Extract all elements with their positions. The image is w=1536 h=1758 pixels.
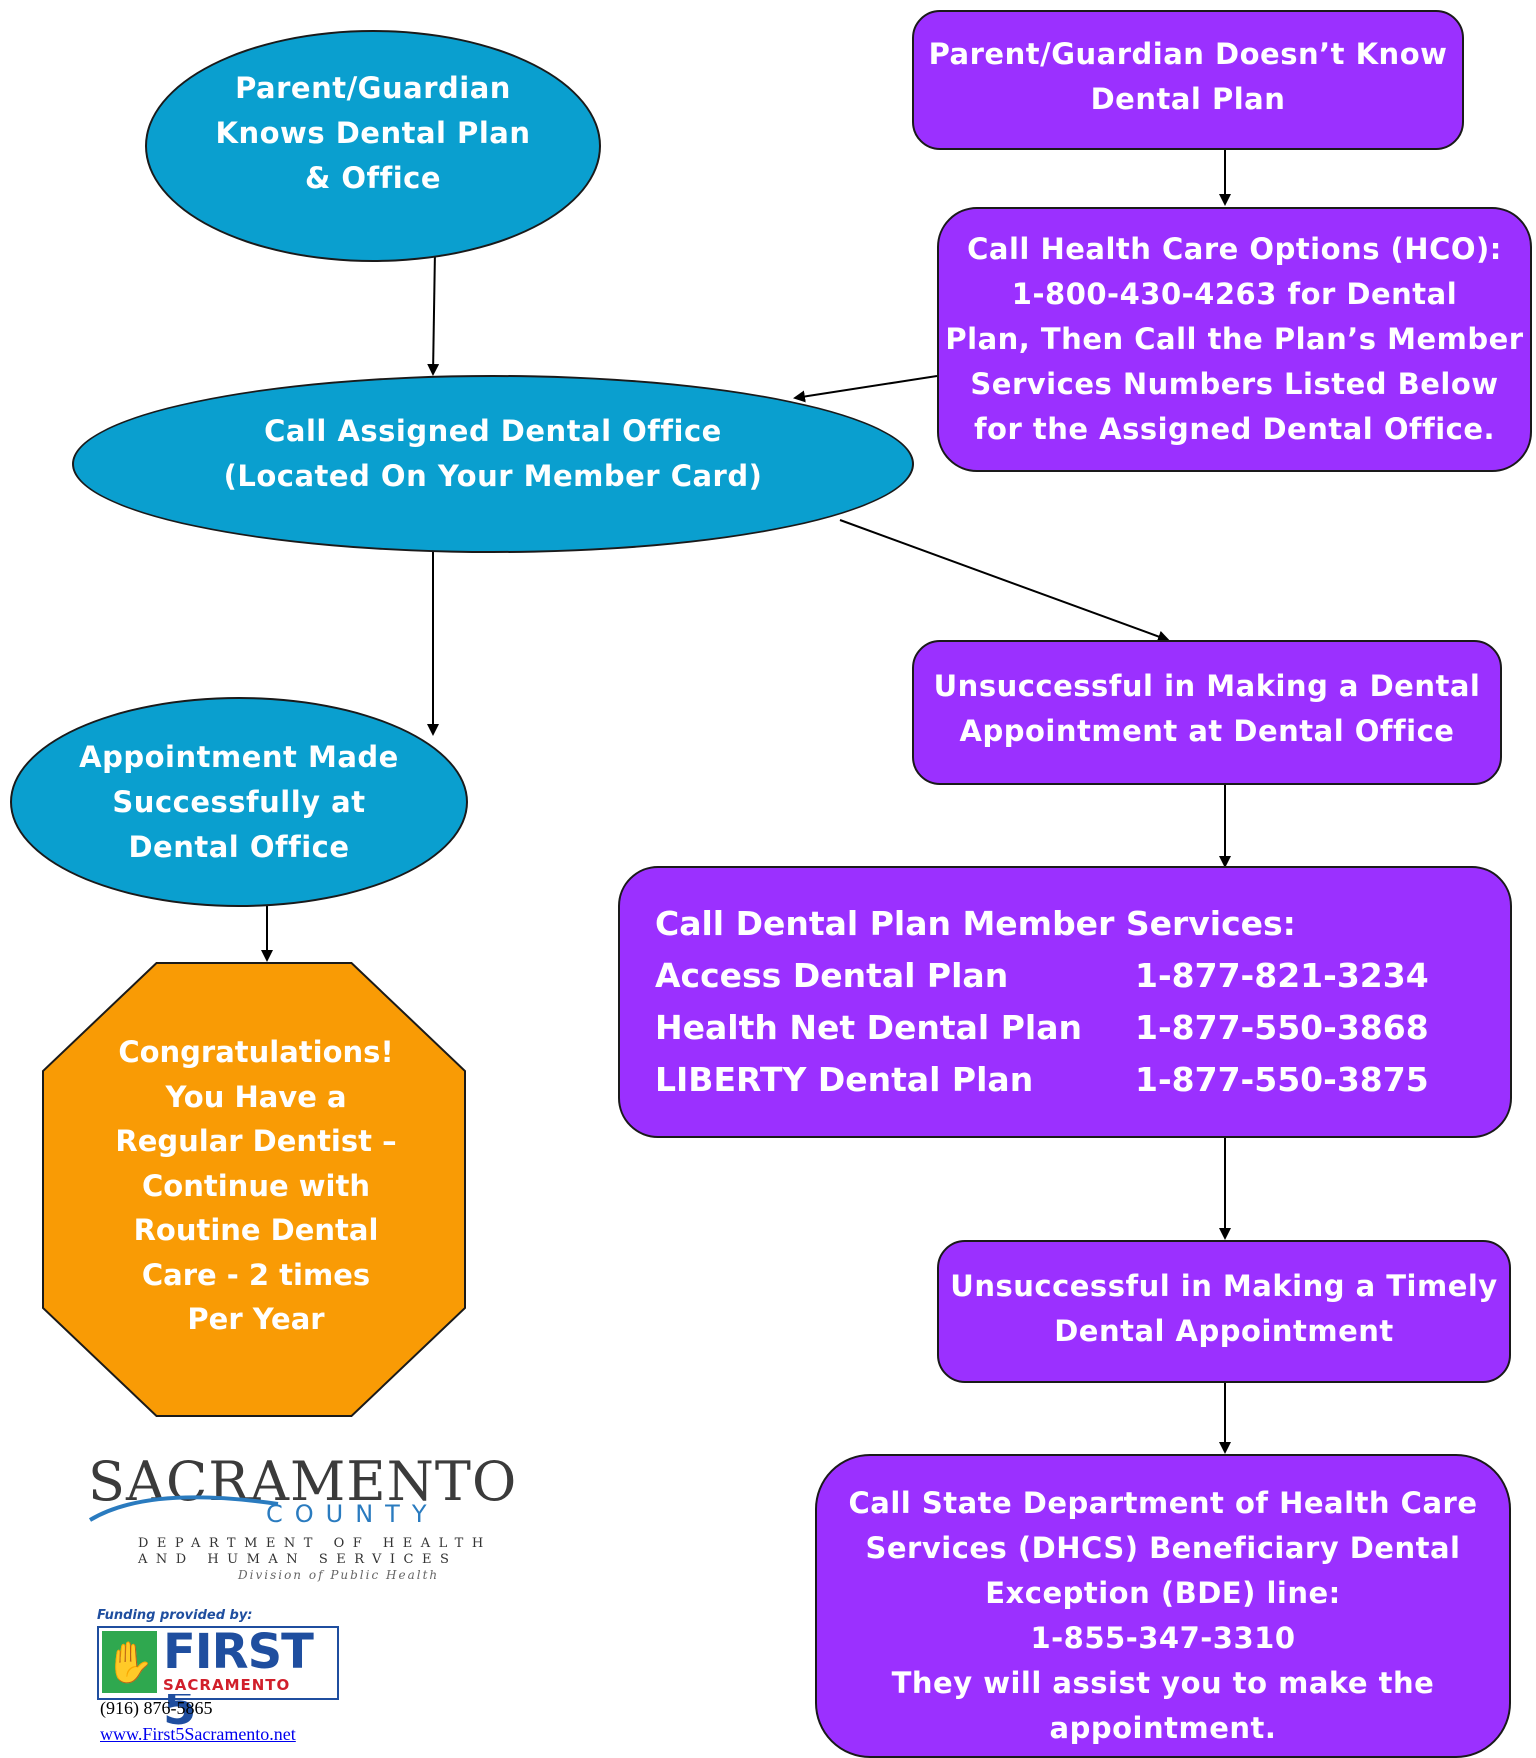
arrow-knows-to-office: [427, 249, 440, 376]
node-congratulations: [42, 962, 466, 1417]
arrow-hco-to-office: [793, 375, 938, 403]
node-call-office-text: Call Assigned Dental Office (Located On …: [223, 414, 763, 493]
funding-label: Funding provided by:: [97, 1608, 253, 1623]
node-appointment-made-text: Appointment Made Successfully at Dental …: [79, 739, 399, 864]
node-member-services: Call Dental Plan Member Services: Access…: [618, 866, 1512, 1138]
dept-line-2: AND HUMAN SERVICES: [138, 1552, 458, 1567]
footer-phone: (916) 876-5865: [100, 1698, 213, 1718]
node-call-hco: Call Health Care Options (HCO): 1-800-43…: [937, 207, 1532, 472]
footer-url-link[interactable]: www.First5Sacramento.net: [100, 1724, 296, 1744]
node-call-dhcs-text: Call State Department of Health Care Ser…: [848, 1486, 1478, 1745]
node-congratulations-text: Congratulations! You Have a Regular Dent…: [115, 1035, 397, 1336]
octagon-border: [42, 962, 466, 1417]
plan-phone: 1-877-550-3868: [1135, 1008, 1429, 1047]
sacramento-county-logo: SACRAMENTO COUNTY DEPARTMENT OF HEALTH A…: [88, 1450, 516, 1585]
arrow-office-to-unsuccessful: [839, 519, 1170, 643]
plan-row: LIBERTY Dental Plan 1-877-550-3875: [655, 1054, 1470, 1106]
plan-name: Access Dental Plan: [655, 956, 1009, 995]
node-appointment-made: Appointment Made Successfully at Dental …: [10, 697, 468, 907]
node-unsuccessful-office: Unsuccessful in Making a Dental Appointm…: [912, 640, 1502, 785]
node-doesnt-know: Parent/Guardian Doesn’t Know Dental Plan: [912, 10, 1464, 150]
node-call-hco-text: Call Health Care Options (HCO): 1-800-43…: [945, 232, 1524, 446]
member-services-title: Call Dental Plan Member Services:: [655, 904, 1296, 943]
plan-row: Health Net Dental Plan 1-877-550-3868: [655, 1002, 1470, 1054]
sacramento-word: SACRAMENTO: [88, 1450, 518, 1513]
node-knows-plan: Parent/Guardian Knows Dental Plan & Offi…: [145, 30, 601, 262]
plan-row: Access Dental Plan 1-877-821-3234: [655, 950, 1470, 1002]
first5-logo: ✋ FIRST 5 SACRAMENTO: [97, 1624, 339, 1736]
plan-name: LIBERTY Dental Plan: [655, 1060, 1034, 1099]
plan-phone: 1-877-821-3234: [1135, 956, 1429, 995]
node-knows-plan-text: Parent/Guardian Knows Dental Plan & Offi…: [215, 70, 531, 195]
plan-phone: 1-877-550-3875: [1135, 1060, 1429, 1099]
dept-line-1: DEPARTMENT OF HEALTH: [138, 1536, 492, 1551]
division-line: Division of Public Health: [238, 1568, 440, 1582]
node-unsuccessful-timely: Unsuccessful in Making a Timely Dental A…: [937, 1240, 1511, 1383]
hand-icon: ✋: [102, 1631, 157, 1693]
logo-swoosh: [88, 1495, 279, 1522]
node-unsuccessful-timely-text: Unsuccessful in Making a Timely Dental A…: [950, 1268, 1498, 1348]
node-doesnt-know-text: Parent/Guardian Doesn’t Know Dental Plan: [928, 37, 1448, 116]
first5-sub: SACRAMENTO: [163, 1676, 333, 1694]
node-call-dhcs: Call State Department of Health Care Ser…: [815, 1454, 1511, 1758]
county-word: COUNTY: [266, 1500, 439, 1528]
node-call-office: Call Assigned Dental Office (Located On …: [72, 375, 914, 553]
node-unsuccessful-office-text: Unsuccessful in Making a Dental Appointm…: [933, 668, 1481, 748]
plan-name: Health Net Dental Plan: [655, 1008, 1082, 1047]
